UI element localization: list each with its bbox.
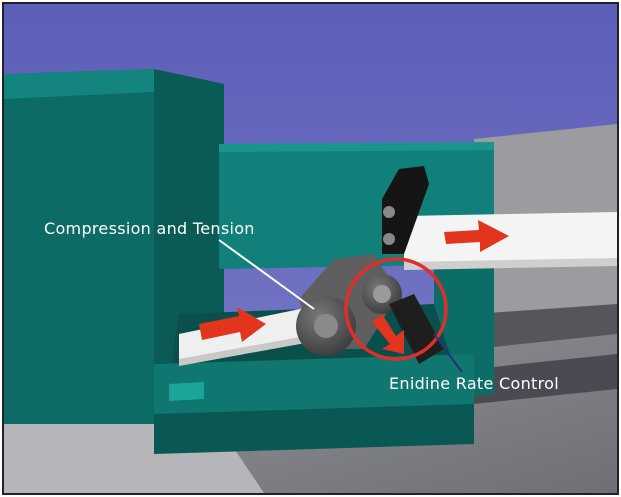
pivot-roller-hub xyxy=(373,285,391,303)
bracket-roller xyxy=(383,233,395,245)
machine-base-highlight xyxy=(169,382,204,401)
web-strip-exit xyxy=(404,212,617,266)
bracket-roller xyxy=(383,206,395,218)
tension-roller-hub xyxy=(314,314,338,338)
label-compression-and-tension: Compression and Tension xyxy=(44,219,255,238)
label-enidine-rate-control: Enidine Rate Control xyxy=(389,374,559,393)
machine-illustration: Compression and Tension Enidine Rate Con… xyxy=(4,4,617,493)
